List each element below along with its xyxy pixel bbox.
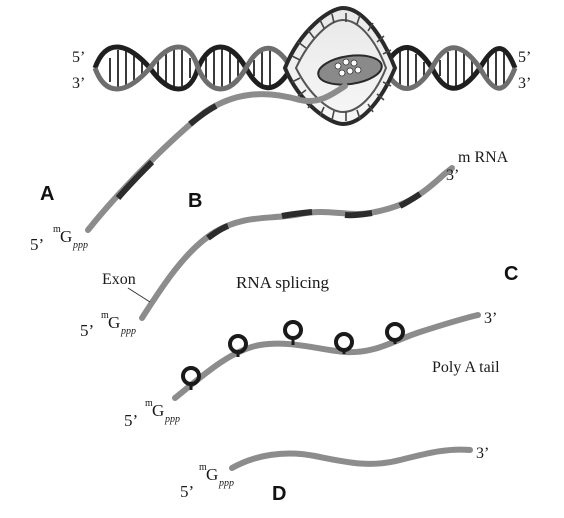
- label-b: B: [188, 190, 202, 212]
- poly-a-loop: [334, 332, 354, 352]
- strand-a-cap-m: m: [53, 224, 61, 235]
- exon-label: Exon: [102, 271, 136, 288]
- dna-strand-top-right: [382, 45, 518, 91]
- strand-b-3prime: 3’: [446, 167, 459, 184]
- poly-a-tail-label: Poly A tail: [432, 359, 500, 376]
- strand-d: [229, 446, 473, 471]
- strand-b-cap-m: m: [101, 310, 109, 321]
- label-d: D: [272, 483, 286, 505]
- dna-strand-bottom-right: [382, 45, 518, 91]
- strand-d-cap-m: m: [199, 462, 207, 473]
- strand-b-5prime: 5’: [80, 321, 94, 340]
- strand-c-cap-m: m: [145, 398, 153, 409]
- label-c: C: [504, 263, 518, 285]
- strand-b-cap-g: G: [108, 313, 120, 332]
- strand-c-cap-g: G: [152, 401, 164, 420]
- dna-rungs-left: [109, 46, 271, 88]
- poly-a-loop: [283, 320, 303, 340]
- strand-a-cap-ppp: ppp: [72, 240, 88, 251]
- strand-a-5prime: 5’: [30, 235, 44, 254]
- strand-a-cap-g: G: [60, 227, 72, 246]
- strand-c-5prime: 5’: [124, 411, 138, 430]
- strand-c-cap-ppp: ppp: [164, 414, 180, 425]
- strand-b: [139, 165, 455, 321]
- dna-right-3prime: 3’: [518, 75, 531, 92]
- rna-splicing-label: RNA splicing: [236, 273, 330, 292]
- strand-b-cap-ppp: ppp: [120, 326, 136, 337]
- label-a: A: [40, 183, 54, 205]
- strand-d-5prime: 5’: [180, 482, 194, 501]
- polymerase-dots: [334, 58, 362, 77]
- strand-d-3prime: 3’: [476, 445, 489, 462]
- dna-left-3prime: 3’: [72, 75, 85, 92]
- dna-strand-bottom-left: [92, 44, 293, 92]
- dna-helix: [92, 5, 518, 127]
- strand-b-mrna-label: m RNA: [458, 149, 509, 166]
- dna-left-5prime: 5’: [72, 49, 85, 66]
- transcription-bubble: [282, 5, 398, 127]
- poly-a-loop-stems: [189, 338, 397, 390]
- strand-c: [172, 312, 481, 401]
- poly-a-loop: [385, 322, 405, 342]
- strand-d-cap-g: G: [206, 465, 218, 484]
- strand-d-cap-ppp: ppp: [218, 478, 234, 489]
- strand-a: [85, 83, 348, 233]
- exon-pointer: [127, 287, 151, 303]
- dna-right-5prime: 5’: [518, 49, 531, 66]
- strand-c-3prime: 3’: [484, 310, 497, 327]
